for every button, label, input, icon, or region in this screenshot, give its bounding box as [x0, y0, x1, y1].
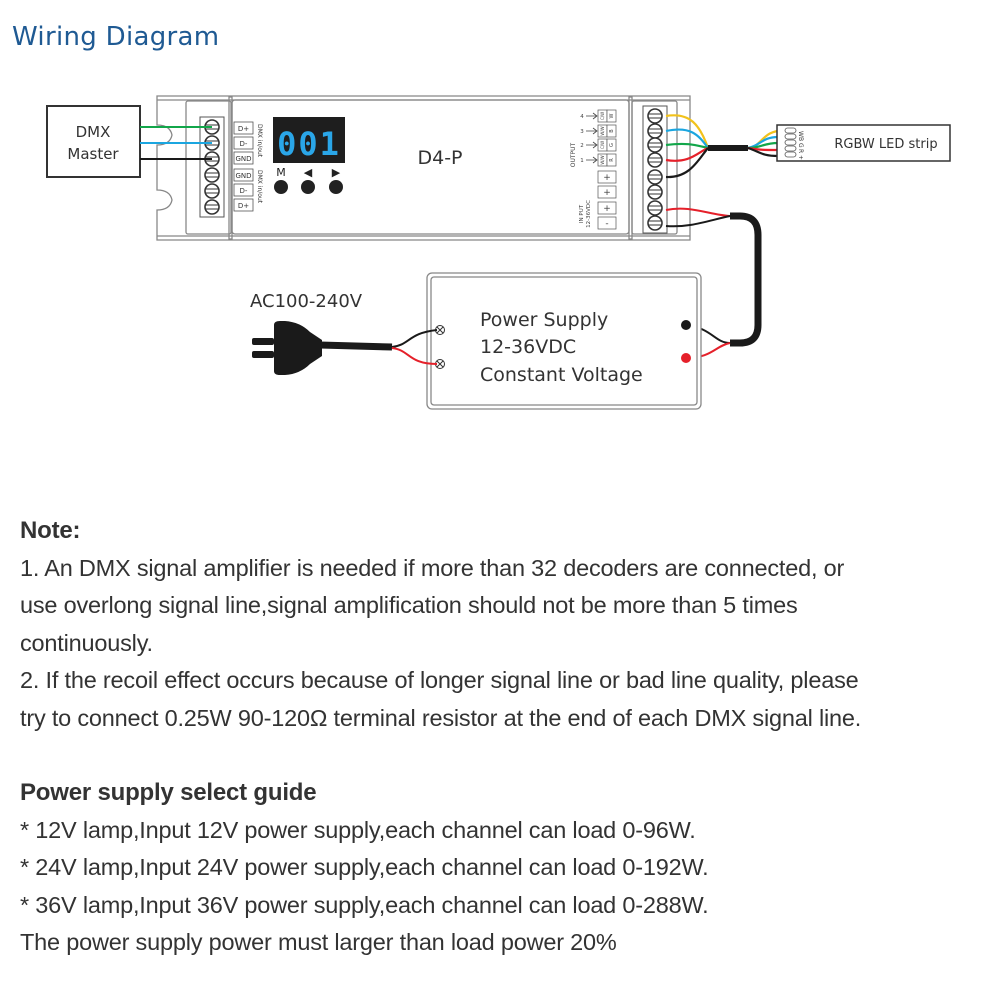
dmx-master-box: DMX Master: [46, 105, 141, 178]
output-label: OUTPUT: [570, 142, 577, 167]
dmx-terminal-labels: D+ D- GND GND D- D+ DMX in/out DMX in/ou…: [233, 121, 263, 212]
note-line: continuously.: [20, 629, 153, 656]
decoder-housing: [156, 95, 691, 241]
input-label: IN PUT: [579, 204, 585, 223]
output-tag: W/W: [600, 126, 605, 135]
guide-line: * 36V lamp,Input 36V power supply,each c…: [20, 891, 709, 918]
output-channel-number: 4: [580, 114, 584, 120]
dmx-master-label-2: Master: [67, 145, 119, 163]
led-symbol-icon: [586, 112, 598, 120]
terminal-label: D+: [238, 202, 249, 210]
note-line: 2. If the recoil effect occurs because o…: [20, 667, 859, 693]
output-screw-terminals: [642, 105, 668, 234]
guide-line: * 24V lamp,Input 24V power supply,each c…: [20, 854, 709, 880]
ac-plug: AC100-240V: [250, 291, 438, 375]
right-button[interactable]: [329, 180, 343, 194]
dmx-in-out-label: DMX in/out: [256, 124, 263, 158]
output-tag: C/W: [600, 141, 605, 149]
button-label-left: ◀: [304, 166, 313, 179]
note-heading: Note:: [20, 517, 81, 544]
notes-section: Note: 1. An DMX signal amplifier is need…: [20, 512, 1000, 962]
note-line: use overlong signal line,signal amplific…: [20, 592, 798, 618]
output-channel-number: 1: [580, 158, 584, 164]
dmx-screw-terminals: [199, 116, 225, 218]
strip-pin-label: W: [797, 131, 804, 137]
ac-voltage-label: AC100-240V: [250, 291, 363, 312]
display-value: 001: [277, 125, 341, 163]
strip-pin-label: R: [797, 149, 804, 153]
screw-terminal: [647, 184, 663, 200]
output-wires: [665, 114, 779, 179]
led-display: 001: [273, 117, 345, 163]
plus-terminal-label: +: [603, 173, 611, 183]
screw-terminal: [204, 199, 220, 215]
plus-terminal-label: +: [603, 204, 611, 214]
m-button[interactable]: [274, 180, 288, 194]
decoder-buttons: M ◀ ▶: [274, 166, 343, 194]
led-symbol-icon: [586, 156, 598, 164]
screw-terminal: [647, 169, 663, 185]
screw-terminal: [647, 200, 663, 216]
minus-terminal-label: -: [605, 219, 608, 229]
psu-label-2: 12-36VDC: [480, 336, 576, 358]
screw-terminal: [647, 123, 663, 139]
left-button[interactable]: [301, 180, 315, 194]
led-symbol-icon: [586, 127, 598, 135]
terminal-label: D+: [238, 125, 249, 133]
psu-label-3: Constant Voltage: [480, 364, 643, 386]
note-line: try to connect 0.25W 90-120Ω terminal re…: [20, 704, 862, 731]
output-channel-number: 2: [580, 143, 584, 149]
dmx-master-label-1: DMX: [76, 123, 111, 141]
output-color: B: [609, 129, 615, 133]
plus-terminal-label: +: [603, 188, 611, 198]
terminal-label: D-: [240, 187, 248, 195]
power-supply: Power Supply 12-36VDC Constant Voltage: [426, 272, 702, 410]
input-voltage-label: 12-36VDC: [586, 200, 592, 228]
dmx-in-out-label: DMX in/out: [256, 170, 263, 204]
strip-pin-label: +: [797, 155, 804, 160]
output-color: W: [609, 113, 615, 118]
screw-terminal: [204, 183, 220, 199]
wiring-diagram: DMX Master D+ D- GND GND D- D+ DMX in/ou…: [46, 95, 951, 410]
led-symbol-icon: [586, 141, 598, 149]
strip-pin-label: G: [797, 143, 804, 148]
guide-line: The power supply power must larger than …: [20, 929, 617, 955]
output-color: R: [609, 158, 615, 162]
dmx-wires: [140, 126, 212, 160]
psu-label-1: Power Supply: [480, 309, 608, 331]
psu-positive-terminal: [681, 353, 691, 363]
output-channel-number: 3: [580, 129, 584, 135]
output-tag: W/W: [600, 155, 605, 164]
button-label-m: M: [276, 166, 286, 179]
button-label-right: ▶: [332, 166, 341, 179]
led-strip-label: RGBW LED strip: [834, 137, 937, 152]
screw-terminal: [647, 108, 663, 124]
screw-terminal: [647, 137, 663, 153]
terminal-label: D-: [240, 140, 248, 148]
screw-terminal: [647, 215, 663, 231]
decoder-model: D4-P: [417, 147, 462, 169]
psu-negative-terminal: [681, 320, 691, 330]
screw-terminal: [647, 152, 663, 168]
output-tag: C/W: [600, 112, 605, 120]
terminal-label: GND: [235, 155, 251, 163]
guide-line: * 12V lamp,Input 12V power supply,each c…: [20, 816, 696, 843]
guide-heading: Power supply select guide: [20, 779, 317, 806]
screw-terminal: [204, 167, 220, 183]
note-line: 1. An DMX signal amplifier is needed if …: [20, 554, 845, 581]
output-color: G: [609, 143, 615, 147]
strip-pin-label: B: [797, 137, 804, 141]
terminal-label: GND: [235, 172, 251, 180]
page-title: Wiring Diagram: [12, 22, 220, 52]
